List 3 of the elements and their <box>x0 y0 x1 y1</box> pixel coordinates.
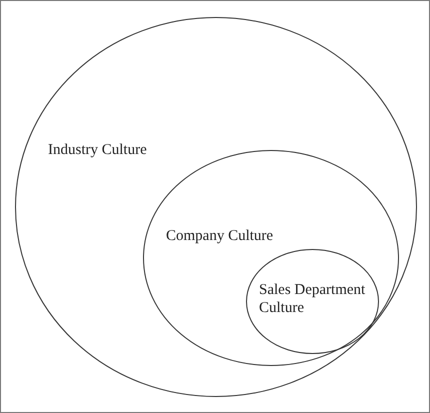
ellipse-label: Sales Department Culture <box>259 281 366 317</box>
ellipse-label: Company Culture <box>166 227 274 245</box>
ellipse-label: Industry Culture <box>48 141 148 159</box>
